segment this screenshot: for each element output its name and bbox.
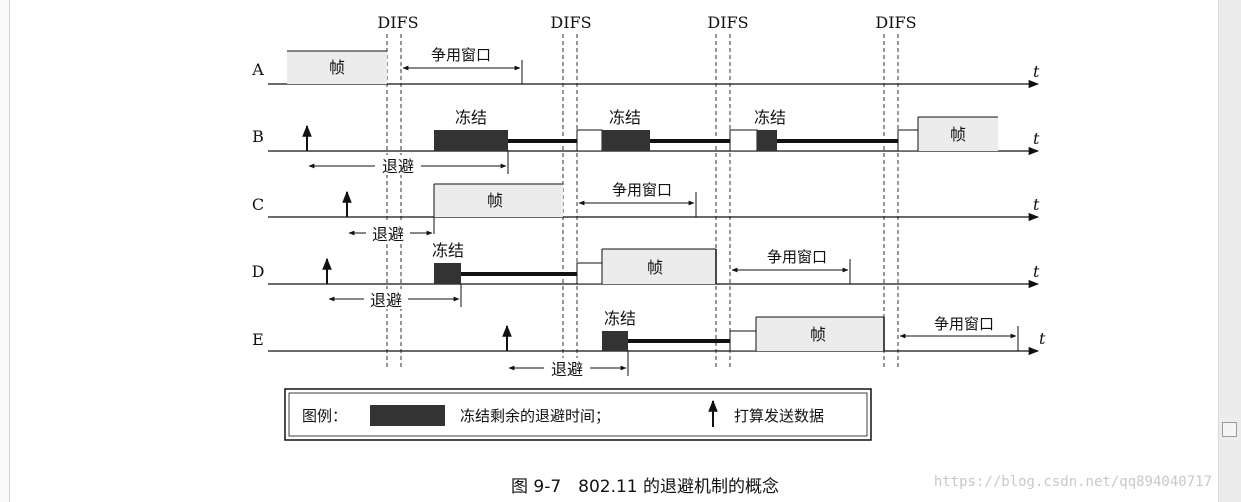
frame-label-c: 帧 [487,191,503,210]
backoff-label-c: 退避 [372,225,404,244]
freeze-box-b3 [757,130,777,151]
legend-box: 图例： 冻结剩余的退避时间； 打算发送数据 [284,388,872,441]
legend-dark-swatch [370,405,445,426]
difs-label-4: DIFS [875,13,916,32]
watermark: https://blog.csdn.net/qq894040717 [934,474,1212,490]
freeze-box-d [434,263,461,284]
frame-label-b: 帧 [950,125,966,144]
frame-label-e: 帧 [810,325,826,344]
station-label-e: E [252,330,264,349]
time-label-a: t [1033,62,1040,81]
contention-label-c: 争用窗口 [612,181,672,199]
freeze-label-b2: 冻结 [609,108,641,127]
frame-box-c [434,184,563,217]
freeze-label-e: 冻结 [604,309,636,328]
vertical-scrollbar[interactable] [1218,0,1241,502]
time-label-e: t [1039,329,1046,348]
frame-box-a [287,51,387,84]
difs-label-1: DIFS [377,13,418,32]
legend-dark-label: 冻结剩余的退避时间； [460,407,610,425]
backoff-label-e: 退避 [551,360,583,379]
legend-arrow-label: 打算发送数据 [734,407,824,425]
frame-label-d: 帧 [647,258,663,277]
difs-label-3: DIFS [707,13,748,32]
station-label-d: D [252,262,265,281]
contention-label-e: 争用窗口 [934,315,994,333]
backoff-label-d: 退避 [370,291,402,310]
freeze-box-b2 [602,130,650,151]
time-label-d: t [1033,262,1040,281]
backoff-label-b: 退避 [382,157,414,176]
freeze-box-e [602,331,628,351]
freeze-label-d: 冻结 [432,241,464,260]
frame-box-d [602,249,716,284]
freeze-label-b3: 冻结 [754,108,786,127]
frame-label-a: 帧 [329,58,345,77]
legend-prefix: 图例： [302,407,347,425]
freeze-label-b1: 冻结 [455,108,487,127]
contention-label-a: 争用窗口 [431,46,491,64]
frame-box-b [918,117,998,151]
freeze-box-b1 [434,130,508,151]
scrollbar-thumb[interactable] [1222,422,1237,437]
station-label-c: C [252,195,264,214]
window-left-edge [0,0,10,502]
time-label-b: t [1033,129,1040,148]
time-label-c: t [1033,195,1040,214]
station-label-b: B [252,127,264,146]
frame-box-e [756,317,884,351]
difs-label-2: DIFS [550,13,591,32]
station-label-a: A [251,60,264,79]
figure-caption: 图 9-7 802.11 的退避机制的概念 [511,476,779,497]
contention-label-d: 争用窗口 [767,248,827,266]
